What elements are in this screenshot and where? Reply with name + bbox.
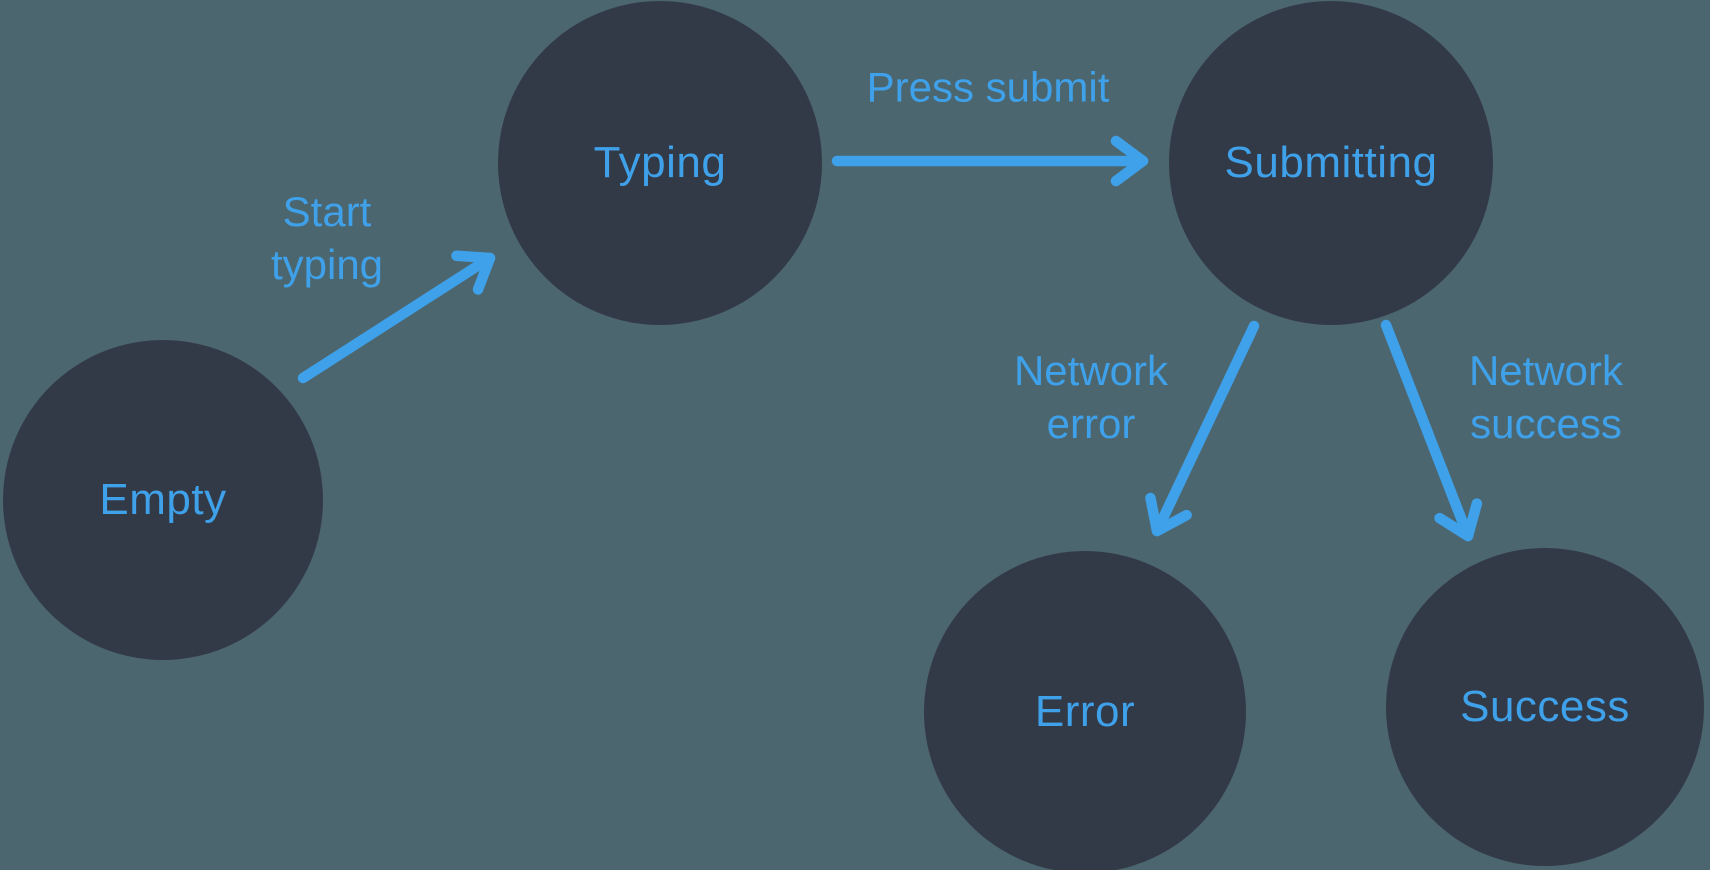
transition-label-line: Start (282, 188, 372, 235)
transition-label-press-submit: Press submit (867, 61, 1110, 114)
state-label-error: Error (1034, 687, 1136, 736)
transition-label-line: typing (270, 241, 384, 288)
state-label-success: Success (1460, 682, 1630, 731)
state-label-submitting: Submitting (1224, 138, 1438, 187)
state-node-error: Error (924, 551, 1246, 870)
state-label-empty: Empty (99, 475, 227, 524)
state-node-submitting: Submitting (1169, 1, 1493, 325)
transition-label-line: error (1046, 400, 1136, 447)
state-node-success: Success (1386, 548, 1704, 866)
transition-label-network-error: Network error (1014, 344, 1168, 450)
state-label-typing: Typing (593, 138, 727, 187)
transition-arrow-submitting-to-error (1145, 320, 1260, 537)
transition-label-line: Network (1468, 347, 1624, 394)
transition-label-start-typing: Start typing (271, 185, 383, 291)
transition-arrow-empty-to-typing (297, 250, 496, 384)
transition-label-line: success (1470, 400, 1622, 447)
transition-arrow-submitting-to-success (1380, 319, 1483, 542)
transition-label-line: Press submit (866, 63, 1110, 111)
state-node-typing: Typing (498, 1, 822, 325)
transition-label-network-success: Network success (1469, 344, 1623, 450)
state-node-empty: Empty (3, 340, 323, 660)
transition-label-line: Network (1013, 347, 1169, 394)
